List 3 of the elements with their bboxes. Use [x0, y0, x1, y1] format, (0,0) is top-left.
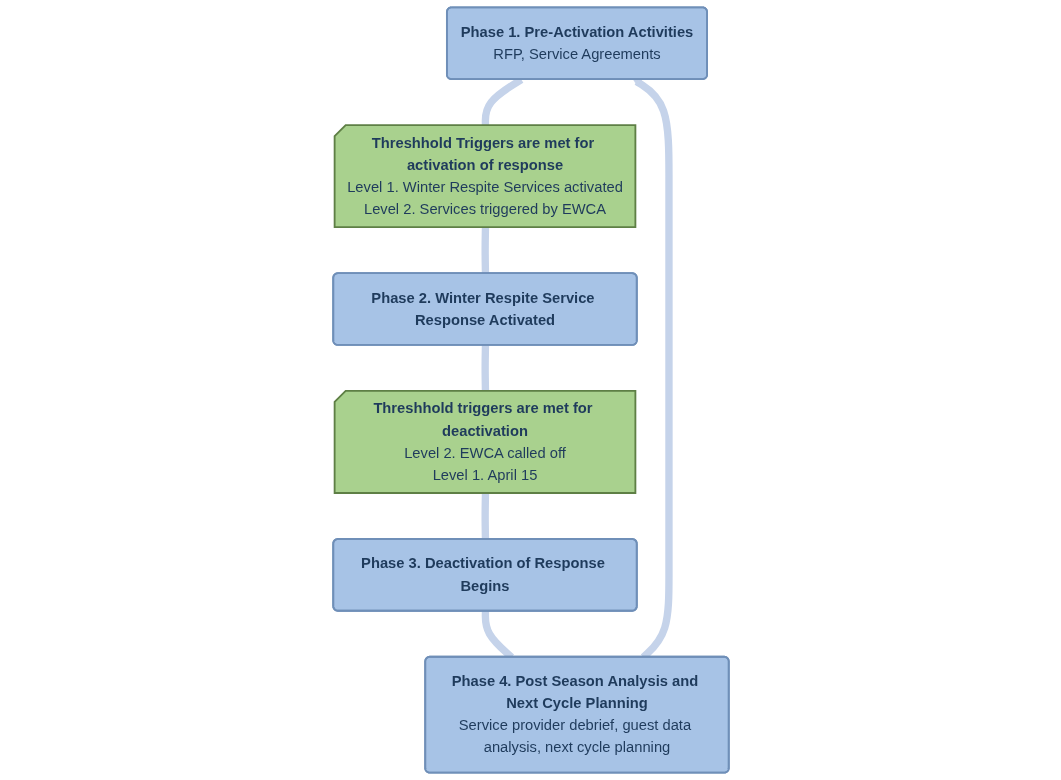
connector	[481, 227, 489, 274]
connector	[481, 493, 489, 540]
connector	[481, 345, 489, 392]
